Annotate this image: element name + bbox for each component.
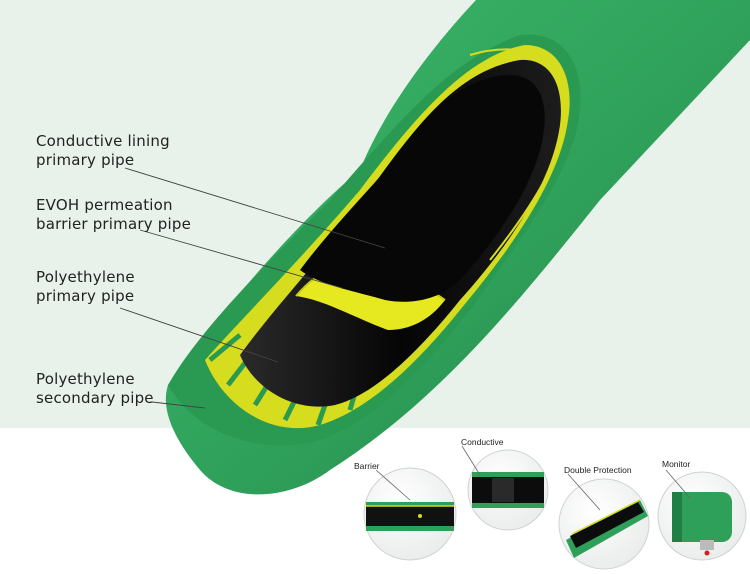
- label-evoh-barrier: EVOH permeation barrier primary pipe: [36, 196, 191, 234]
- label-conductive-line2: primary pipe: [36, 151, 135, 169]
- label-evoh-line2: barrier primary pipe: [36, 215, 192, 233]
- label-pe-secondary-line1: Polyethylene: [36, 370, 135, 388]
- yellow-rim-line: [469, 48, 570, 261]
- thumbnail-monitor: [657, 471, 747, 561]
- label-evoh-line1: EVOH permeation: [36, 196, 173, 214]
- conductive-lining: [300, 74, 545, 302]
- label-conductive-lining: Conductive lining primary pipe: [36, 132, 170, 170]
- thumb-label-monitor: Monitor: [662, 459, 691, 469]
- thumbnail-conductive: [467, 449, 549, 531]
- thumbnail-barrier: [363, 467, 457, 561]
- thumb-label-double-protection: Double Protection: [564, 465, 632, 475]
- thumbnail-leader-lines: [375, 445, 691, 511]
- thumbnail-double-protection: [558, 478, 650, 570]
- label-pe-secondary: Polyethylene secondary pipe: [36, 370, 154, 408]
- leader-lines: [119, 167, 386, 409]
- thumb-label-conductive: Conductive: [461, 437, 504, 447]
- label-pe-primary-line2: primary pipe: [36, 287, 135, 305]
- thumb-label-barrier: Barrier: [354, 461, 380, 471]
- label-pe-secondary-line2: secondary pipe: [36, 389, 154, 407]
- label-pe-primary: Polyethylene primary pipe: [36, 268, 135, 306]
- label-pe-primary-line1: Polyethylene: [36, 268, 135, 286]
- label-conductive-line1: Conductive lining: [36, 132, 170, 150]
